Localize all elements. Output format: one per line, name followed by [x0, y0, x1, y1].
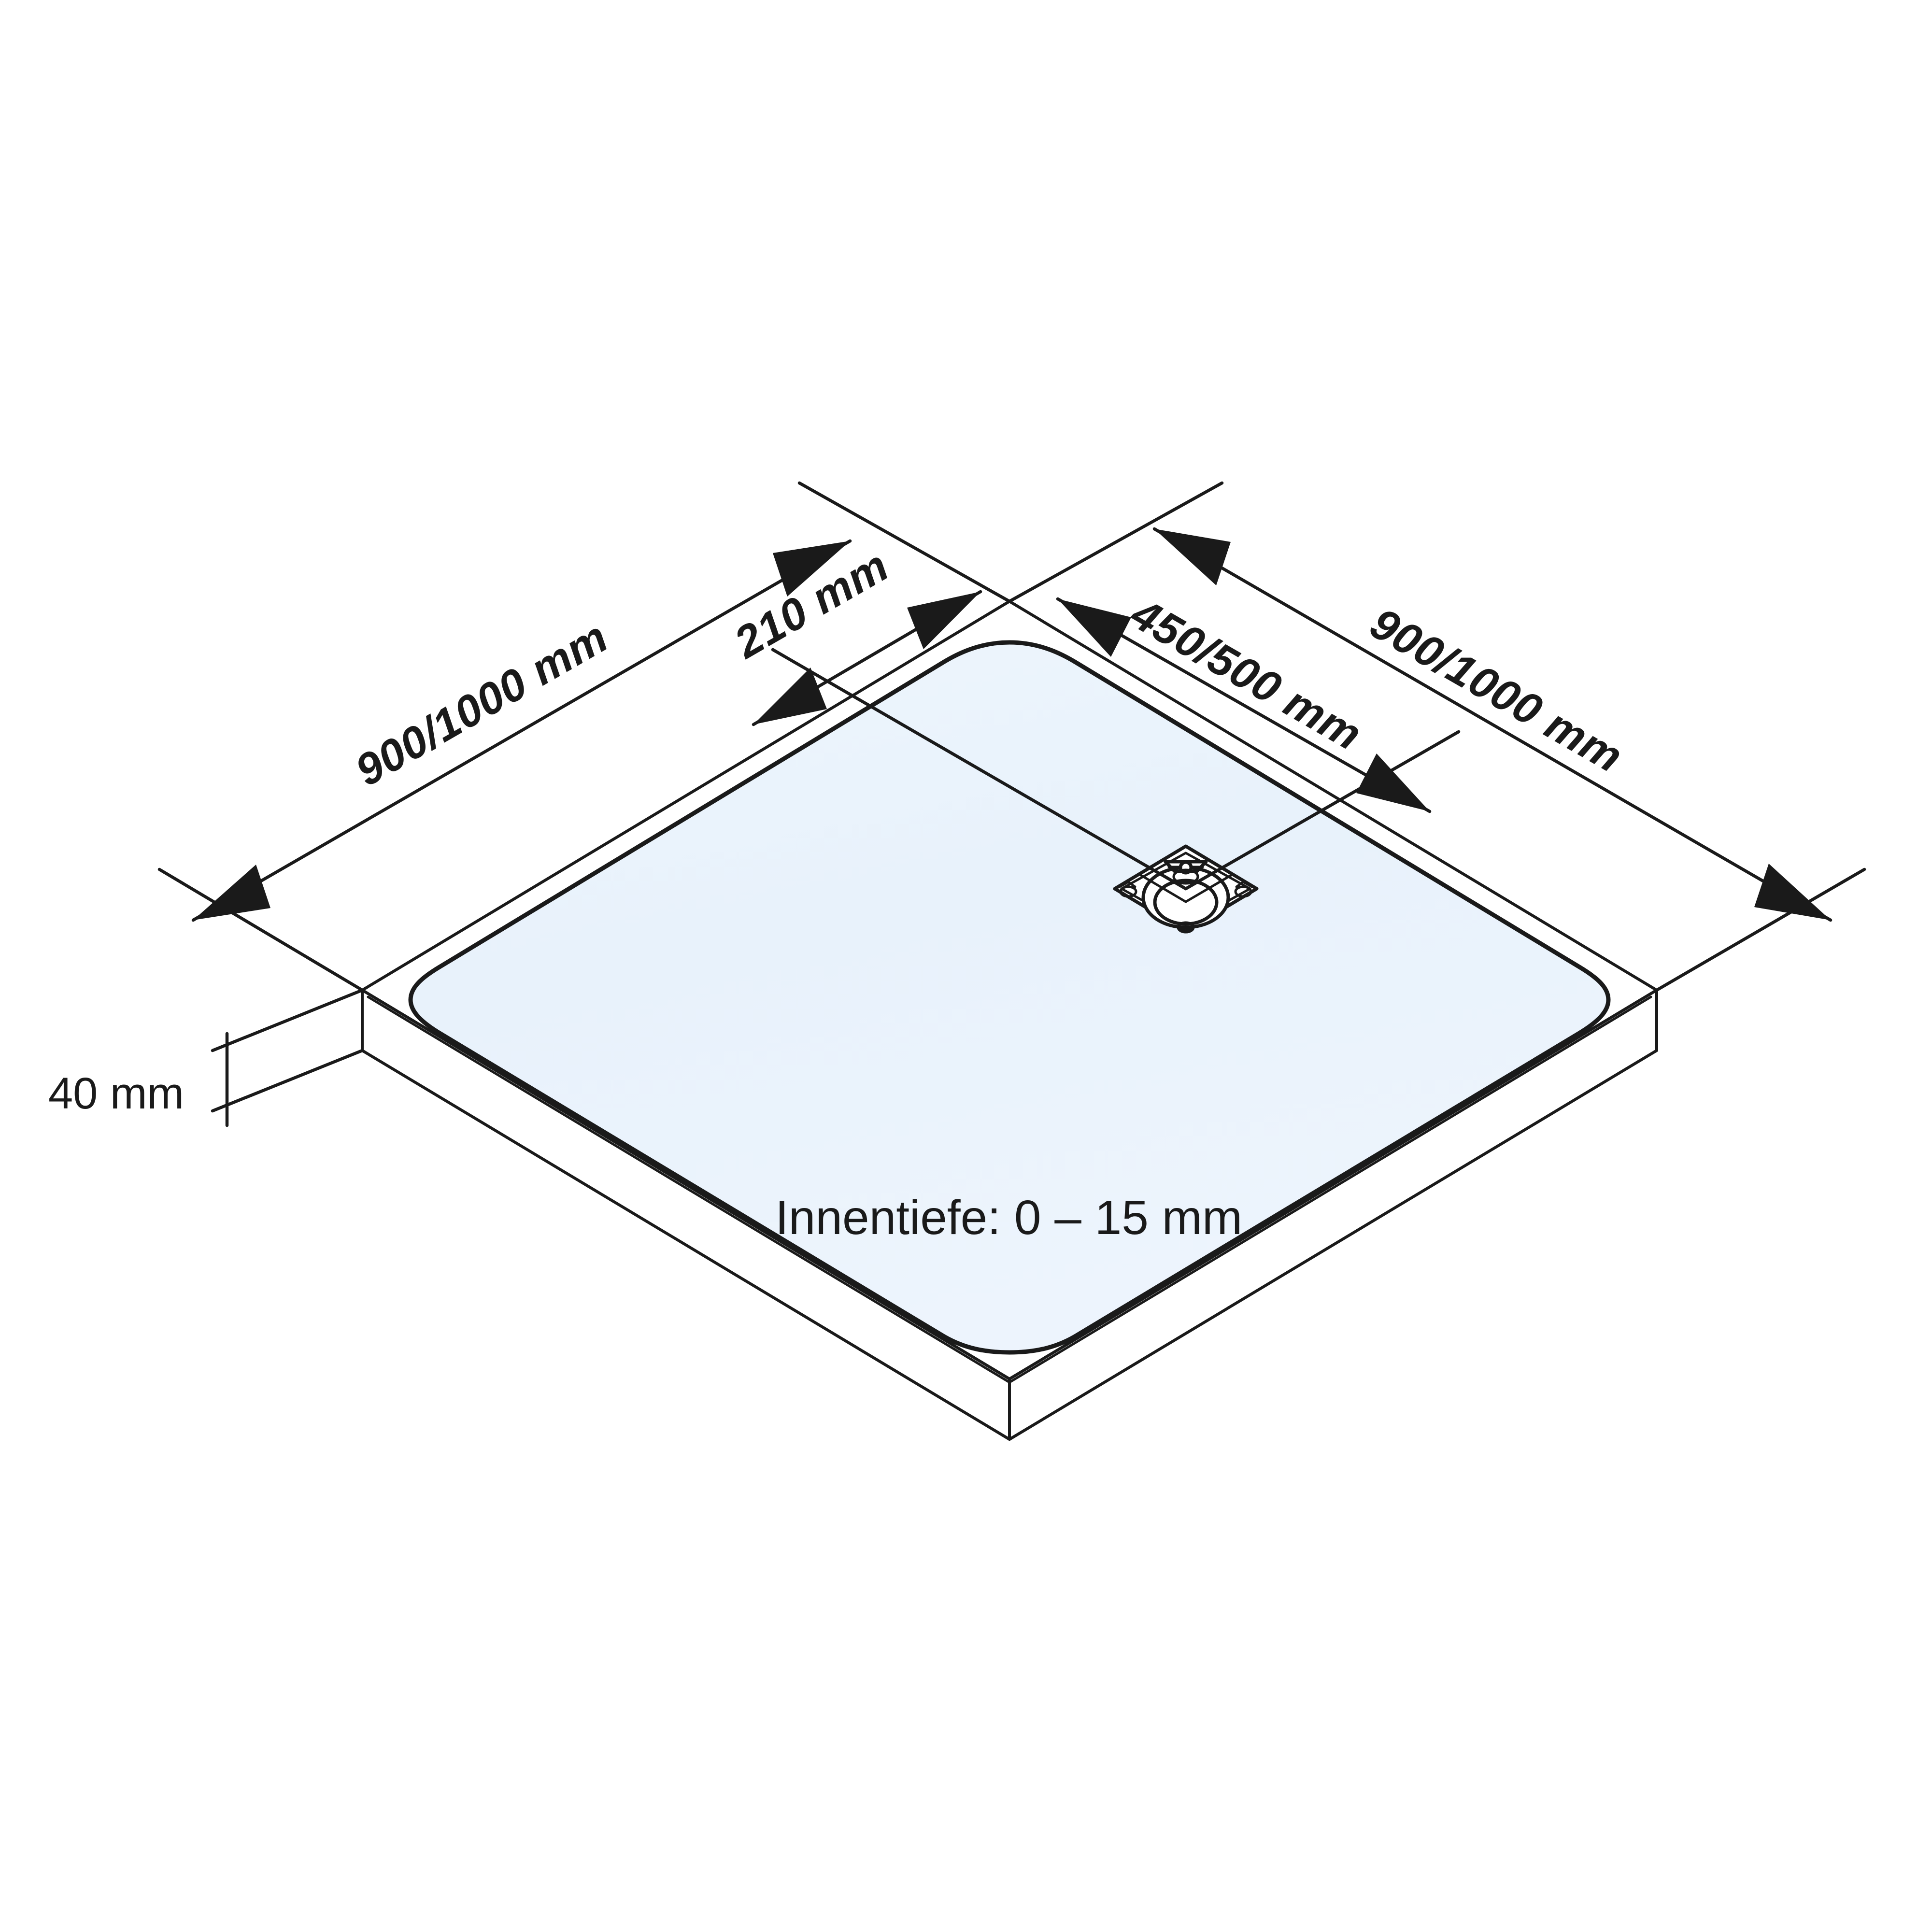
dimension-extension-lines	[157, 481, 1866, 1127]
arrowhead-width-left-start	[193, 865, 270, 920]
arrowhead-450-start	[1058, 599, 1131, 657]
arrowhead-width-right-start	[1154, 529, 1231, 585]
ext-line-thickness-top	[211, 988, 364, 1052]
leader-drain-to-left-dim	[771, 648, 1188, 891]
drain-tab-left	[1118, 881, 1136, 888]
drain-tab-right	[1235, 881, 1253, 888]
shower-tray-body	[361, 600, 1658, 1441]
arrowhead-450-end	[1356, 753, 1430, 811]
dim-label-width-left: 900/1000 mm	[347, 612, 616, 796]
dim-line-width-left	[191, 539, 852, 922]
tray-side-left-seam	[367, 995, 1011, 1384]
drain-bracket-loop	[1172, 868, 1199, 885]
ext-line-top-corner-right	[1008, 481, 1224, 603]
dim-label-width-right: 900/1000 mm	[1362, 598, 1631, 782]
drain-screw-bottom	[1177, 921, 1195, 934]
arrowhead-210-start	[753, 668, 827, 724]
arrowhead-width-right-end	[1754, 864, 1831, 920]
ext-line-right-corner	[1655, 867, 1866, 992]
dim-line-width-right	[1152, 527, 1833, 922]
arrowhead-width-left-end	[773, 541, 850, 597]
shower-basin-surface	[408, 640, 1611, 1355]
drain-screw-left	[1119, 885, 1137, 898]
tray-side-right-seam	[1008, 995, 1652, 1384]
arrowhead-210-end	[907, 592, 980, 649]
dimension-thickness-40: 40 mm	[48, 1069, 184, 1118]
dim-label-thickness-40: 40 mm	[48, 1069, 184, 1118]
annotation-label-inner-depth: Innentiefe: 0 – 15 mm	[775, 1191, 1242, 1245]
ext-line-left-corner	[157, 867, 364, 992]
annotation-inner-depth: Innentiefe: 0 – 15 mm	[775, 1191, 1242, 1245]
ext-line-thickness-bottom	[211, 1049, 364, 1113]
drain-screw-right	[1234, 885, 1252, 898]
drain-center-crosshair	[1139, 874, 1233, 903]
leader-drain-to-right-dim	[1184, 730, 1461, 891]
ext-line-top-corner-left	[797, 481, 1011, 603]
